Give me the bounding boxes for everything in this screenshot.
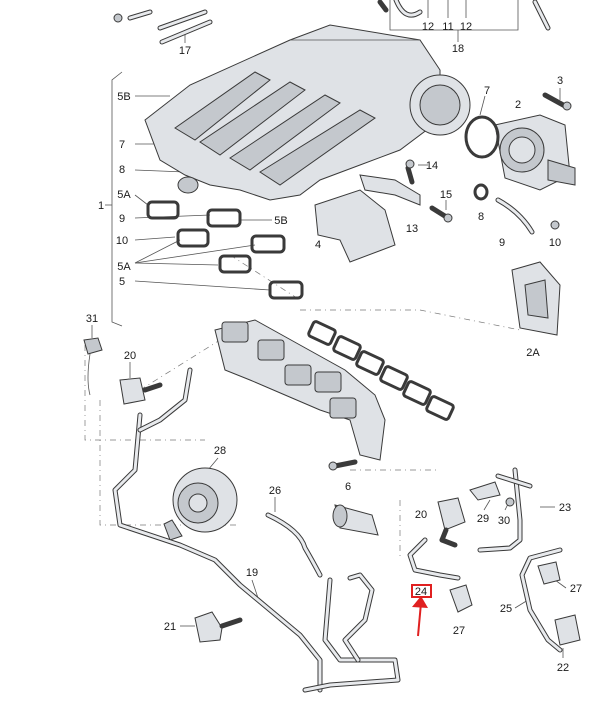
- hose-23-part: [477, 467, 533, 553]
- highlight-arrow-shaft: [417, 602, 422, 637]
- heat-shield-4-part: [314, 189, 396, 263]
- label-12b: 12: [460, 21, 472, 33]
- label-29: 29: [477, 513, 489, 525]
- label-10b: 10: [549, 237, 561, 249]
- label-25: 25: [500, 603, 512, 615]
- label-5A-b: 5A: [117, 261, 131, 273]
- label-5a: 5: [119, 276, 125, 288]
- label-23: 23: [559, 502, 571, 514]
- o-ring-part: [464, 115, 500, 159]
- bolt-6-part: [328, 459, 358, 471]
- label-15: 15: [440, 189, 452, 201]
- label-20a: 20: [124, 350, 136, 362]
- label-10a: 10: [116, 235, 128, 247]
- label-13: 13: [406, 223, 418, 235]
- valve-20-right-part: [437, 497, 466, 543]
- highlight-arrow-head: [412, 596, 428, 608]
- label-31: 31: [86, 313, 98, 325]
- label-2: 2: [515, 99, 521, 111]
- hose-26-part: [265, 512, 323, 578]
- label-27b: 27: [570, 583, 582, 595]
- label-4: 4: [315, 239, 321, 251]
- label-3: 3: [557, 75, 563, 87]
- label-5B-mid: 5B: [274, 215, 287, 227]
- valve-21-part: [194, 611, 243, 643]
- label-22: 22: [557, 662, 569, 674]
- label-9b: 9: [499, 237, 505, 249]
- label-8a: 8: [119, 164, 125, 176]
- hose-24-part: [407, 537, 461, 581]
- label-1: 1: [98, 200, 104, 212]
- bolt-15-part: [429, 205, 453, 223]
- label-26: 26: [269, 485, 281, 497]
- throttle-body-part: [494, 114, 576, 191]
- label-24: 24: [415, 586, 427, 598]
- center-lines: [84, 254, 521, 560]
- label-28: 28: [214, 445, 226, 457]
- upper-intake-manifold-part: [144, 24, 471, 201]
- label-17: 17: [179, 45, 191, 57]
- label-14: 14: [426, 160, 438, 172]
- label-11: 11: [442, 21, 453, 33]
- label-6: 6: [345, 481, 351, 493]
- screw-30-part: [505, 497, 515, 507]
- label-30: 30: [498, 515, 510, 527]
- bracket-29-part: [469, 481, 501, 501]
- callout-labels: 12 11 12 18 17 3 7 2 5B 7 8 5A 1 9 10 5A…: [86, 21, 582, 674]
- label-18: 18: [452, 43, 464, 55]
- gaskets-part: [146, 200, 304, 300]
- label-7a: 7: [484, 85, 490, 97]
- screw-3-part: [542, 92, 572, 111]
- top-fittings-part: [113, 0, 551, 45]
- label-19: 19: [246, 567, 258, 579]
- label-21: 21: [164, 621, 176, 633]
- hose-25-part: [519, 547, 563, 653]
- valve-22-part: [554, 614, 581, 646]
- label-12a: 12: [422, 21, 434, 33]
- label-20b: 20: [415, 509, 427, 521]
- valve-20-left-part: [119, 377, 163, 405]
- label-9a: 9: [119, 213, 125, 225]
- label-2A: 2A: [526, 347, 540, 359]
- valve-27-bottom-part: [449, 584, 473, 613]
- label-27a: 27: [453, 625, 465, 637]
- highlight-24: [411, 584, 432, 637]
- lower-gasket-chain-part: [307, 320, 455, 421]
- bracket-13-part: [359, 159, 421, 206]
- label-8b: 8: [478, 211, 484, 223]
- guide-2A-part: [511, 261, 561, 336]
- lower-intake-manifold-part: [214, 319, 386, 461]
- label-7b: 7: [119, 139, 125, 151]
- canister-valve-part: [332, 504, 379, 536]
- hose-19-part: [112, 367, 401, 693]
- label-5B-left: 5B: [117, 91, 130, 103]
- sensor-31-part: [83, 337, 103, 396]
- pump-28-part: [163, 467, 238, 541]
- label-5A-a: 5A: [117, 189, 131, 201]
- valve-27-right-part: [537, 561, 561, 585]
- vent-hose-9-part: [473, 183, 560, 235]
